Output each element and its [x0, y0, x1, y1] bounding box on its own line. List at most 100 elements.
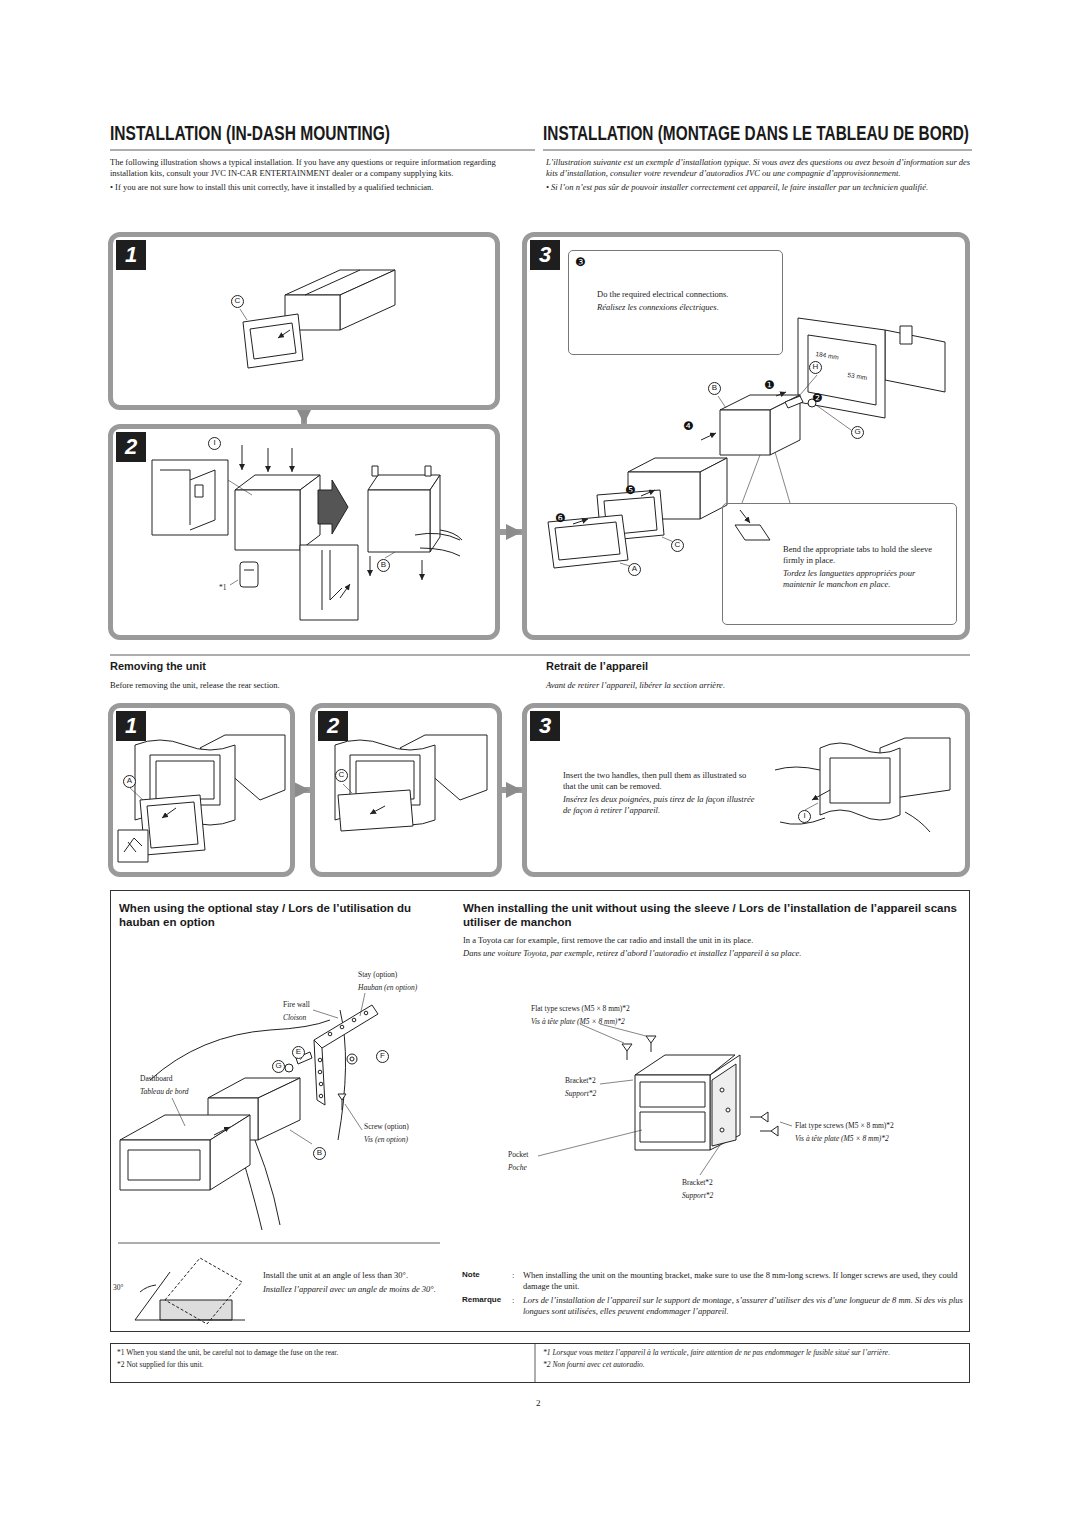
separator: : [512, 1270, 514, 1281]
page-title: INSTALLATION (IN-DASH MOUNTING) [110, 121, 390, 144]
part-letter: A [123, 775, 136, 788]
unit-drawing [720, 1128, 724, 1132]
instruction-text: Do the required electrical connections. [597, 289, 777, 300]
intro-note: • If you are not sure how to install thi… [110, 182, 535, 193]
unit-drawing [900, 326, 912, 344]
leader-line [385, 552, 395, 558]
unit-drawing [830, 758, 890, 803]
unit-drawing [735, 525, 770, 540]
unit-drawing [152, 460, 228, 535]
callout-number: ❸ [575, 256, 586, 268]
footnote: *2 Non fourni avec cet autoradio. [543, 1360, 963, 1370]
unit-drawing [243, 314, 303, 368]
section-frame: When using the optional stay / Lors de l… [110, 890, 970, 1332]
unit-drawing [347, 1054, 357, 1064]
unit-drawing [785, 396, 803, 408]
motion-arrow [162, 808, 176, 818]
footnote: *1 When you stand the unit, be careful n… [117, 1348, 532, 1358]
part-letter: E [292, 1046, 305, 1059]
step-number: 2 [116, 432, 146, 462]
unit-drawing [124, 838, 142, 852]
unit-drawing [285, 1064, 293, 1072]
unit-drawing [640, 1112, 705, 1142]
dimension: 53 mm [847, 372, 868, 382]
step-number: 2 [318, 711, 348, 741]
unit-drawing [635, 1075, 710, 1150]
instruction-text: Bend the appropriate tabs to hold the sl… [783, 544, 948, 566]
part-name: Screw (option) [364, 1122, 409, 1132]
unit-drawing [195, 485, 203, 497]
note-text: When installing the unit on the mounting… [523, 1270, 963, 1292]
motion-arrow [776, 392, 786, 396]
motion-arrow [370, 806, 385, 814]
unit-drawing [305, 270, 360, 295]
unit-drawing [135, 1272, 170, 1320]
unit-drawing [300, 475, 320, 550]
leader-line [816, 405, 851, 430]
leader-line [172, 1098, 185, 1126]
instruction-text: Insert the two handles, then pull them a… [563, 770, 758, 792]
callout-number: ❶ [764, 379, 775, 391]
unit-drawing [338, 1094, 346, 1110]
part-letter: G [851, 426, 864, 439]
callout-number: ❻ [555, 512, 566, 524]
unit-drawing [210, 1115, 250, 1190]
leader-line [230, 580, 238, 585]
leader-line [130, 788, 143, 800]
motion-arrow [292, 448, 293, 472]
unit-drawing [425, 466, 431, 476]
callout-box: ❸ Do the required electrical connections.… [568, 250, 783, 355]
part-letter: I [798, 810, 811, 823]
intro-text: The following illustration shows a typic… [110, 157, 535, 179]
callout-number: ❺ [625, 484, 636, 496]
unit-drawing [147, 802, 198, 848]
unit-drawing [368, 490, 430, 552]
step-arrow [502, 787, 522, 793]
leader-line [780, 1122, 792, 1126]
motion-arrow [812, 790, 830, 800]
unit-drawing [555, 522, 620, 560]
step-arrow [295, 787, 310, 793]
leader-line [805, 803, 818, 810]
intro-text: L’illustration suivante est un exemple d… [546, 157, 971, 179]
unit-drawing [885, 330, 945, 392]
footnote: *1 Lorsque vous mettez l’appareil à la v… [543, 1348, 963, 1358]
unit-drawing [120, 1140, 210, 1190]
motion-arrow [242, 445, 243, 470]
part-name: Poche [508, 1163, 527, 1173]
unit-drawing [640, 1082, 705, 1107]
unit-drawing [720, 410, 770, 455]
unit-drawing [350, 1057, 354, 1061]
body-text: Installez l’appareil avec un angle de mo… [263, 1284, 448, 1295]
unit-drawing [135, 1320, 245, 1321]
body-text: Install the unit at an angle of less tha… [263, 1270, 408, 1281]
instruction-text: Insérez les deux poignées, puis tirez de… [563, 794, 758, 816]
step-number: 3 [530, 711, 560, 741]
unit-drawing [140, 795, 205, 855]
unit-drawing [820, 743, 900, 820]
motion-arrow [641, 490, 655, 496]
unit-drawing [300, 545, 358, 620]
part-name: Flat type screws (M5 × 8 mm)*2 [531, 1004, 630, 1014]
leader-line [290, 1130, 312, 1144]
unit-drawing [368, 475, 440, 490]
part-name: Dashboard [140, 1074, 173, 1084]
motion-arrow [370, 556, 371, 576]
part-name: Flat type screws (M5 × 8 mm)*2 [795, 1121, 894, 1131]
rule-line [118, 1243, 440, 1244]
part-name: Vis (en option) [364, 1135, 408, 1145]
step-panel: 3Insert the two handles, then pull them … [522, 703, 970, 877]
motion-arrow [340, 584, 350, 598]
motion-arrow [422, 560, 423, 580]
leader-line [228, 480, 252, 495]
unit-drawing [372, 466, 378, 476]
unit-drawing [160, 1300, 232, 1320]
part-letter: F [376, 1050, 389, 1063]
unit-drawing [364, 1011, 368, 1015]
part-name: Bracket*2 [565, 1076, 596, 1086]
unit-drawing [750, 1112, 768, 1122]
leader-line [775, 452, 790, 503]
rule-line [543, 150, 972, 151]
part-name: Vis à tête plate (M5 × 8 mm)*2 [531, 1017, 625, 1027]
